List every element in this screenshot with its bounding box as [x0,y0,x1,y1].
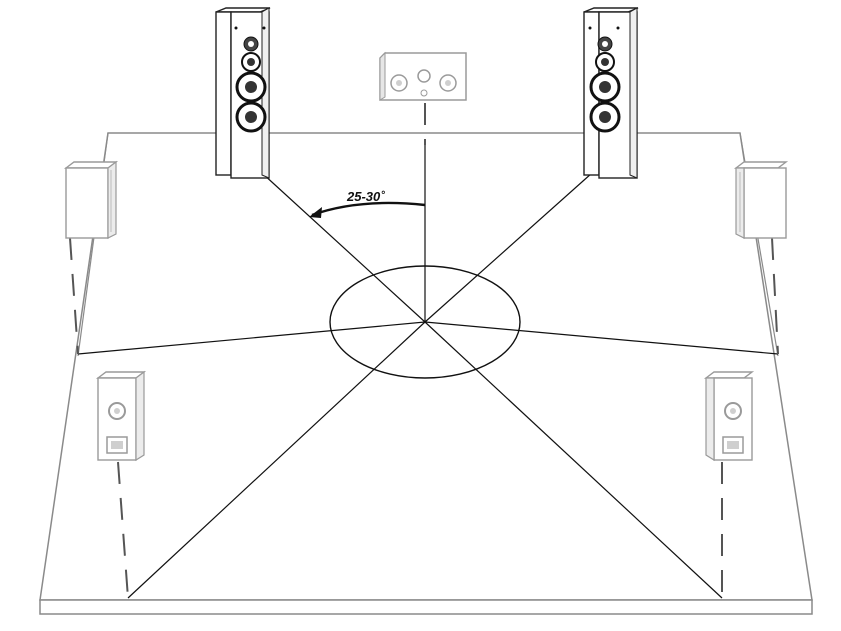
line-to-side-left [77,321,426,355]
rear-right-speaker [703,371,755,462]
front-right-tower-speaker [583,7,639,179]
line-to-rear-right [424,321,723,599]
line-to-front-right [424,172,593,323]
rear-left-speaker [95,370,147,462]
side-left-speaker [63,160,119,239]
line-to-side-right [424,321,779,355]
speaker-projection-lines [69,103,779,599]
front-left-tower-speaker [215,7,271,179]
listening-area-ellipse [329,265,521,379]
center-speaker [379,51,467,101]
line-to-rear-left [127,321,426,599]
line-to-front-left [261,172,426,323]
angle-indicator: 25-30˚ [309,189,426,218]
angle-label: 25-30˚ [346,189,385,204]
floor-platform [39,132,813,615]
listening-lines [77,140,779,599]
side-right-speaker [733,161,789,239]
